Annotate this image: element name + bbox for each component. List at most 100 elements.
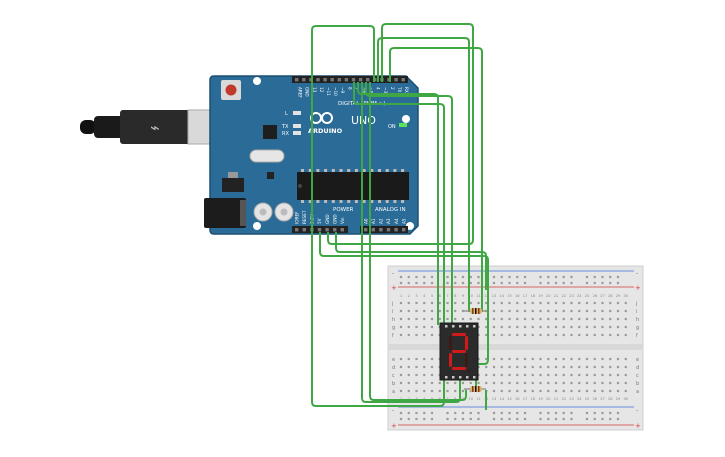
hole[interactable] [539,333,542,337]
hole[interactable] [539,301,542,305]
header-pin[interactable] [330,78,334,82]
header-pin[interactable] [340,228,344,232]
hole[interactable] [547,357,550,361]
header-pin[interactable] [371,228,375,232]
hole[interactable] [407,373,410,377]
hole[interactable] [492,309,496,313]
hole[interactable] [516,381,519,385]
hole[interactable] [539,309,542,313]
hole[interactable] [492,411,496,415]
hole[interactable] [601,381,604,385]
header-pin[interactable] [325,228,329,232]
hole[interactable] [446,309,449,313]
hole[interactable] [562,417,565,421]
hole[interactable] [415,373,418,377]
hole[interactable] [523,357,527,361]
header-pin[interactable] [366,78,370,82]
header-pin[interactable] [337,78,341,82]
hole[interactable] [508,333,511,337]
hole[interactable] [616,301,620,305]
hole[interactable] [616,365,620,369]
header-pin[interactable] [316,78,320,82]
hole[interactable] [547,325,550,329]
header-pin[interactable] [358,78,363,82]
hole[interactable] [578,333,581,337]
header-pin[interactable] [333,228,337,232]
hole[interactable] [616,333,620,337]
hole[interactable] [461,281,465,285]
hole[interactable] [601,281,604,285]
hole[interactable] [492,325,496,329]
hole[interactable] [492,281,496,285]
hole[interactable] [500,417,503,421]
hole[interactable] [523,333,527,337]
hole[interactable] [415,365,418,369]
hole[interactable] [562,373,565,377]
hole[interactable] [539,411,542,415]
hole[interactable] [485,309,488,313]
hole[interactable] [516,309,519,313]
hole[interactable] [585,365,589,369]
hole[interactable] [516,333,519,337]
hole[interactable] [547,333,550,337]
hole[interactable] [531,309,534,313]
hole[interactable] [399,275,403,279]
hole[interactable] [616,373,620,377]
hole[interactable] [616,309,620,313]
hole[interactable] [516,417,519,421]
hole[interactable] [601,365,604,369]
hole[interactable] [616,325,620,329]
hole[interactable] [601,325,604,329]
hole[interactable] [609,365,612,369]
hole[interactable] [500,389,503,393]
hole[interactable] [593,317,596,321]
hole[interactable] [562,365,565,369]
wire[interactable] [389,47,483,312]
hole[interactable] [430,317,434,321]
hole[interactable] [430,357,434,361]
hole[interactable] [547,417,550,421]
hole[interactable] [523,281,527,285]
hole[interactable] [523,373,527,377]
hole[interactable] [500,281,503,285]
hole[interactable] [415,317,418,321]
hole[interactable] [616,381,620,385]
hole[interactable] [415,417,418,421]
hole[interactable] [508,309,511,313]
hole[interactable] [446,317,449,321]
hole[interactable] [477,301,480,305]
hole[interactable] [578,325,581,329]
header-pin[interactable] [295,228,299,232]
hole[interactable] [593,389,596,393]
hole[interactable] [399,417,403,421]
hole[interactable] [593,275,596,279]
hole[interactable] [601,309,604,313]
header-pin[interactable] [364,228,368,232]
hole[interactable] [609,325,612,329]
hole[interactable] [446,281,449,285]
header-pin[interactable] [402,228,406,232]
hole[interactable] [624,381,627,385]
hole[interactable] [516,411,519,415]
hole[interactable] [585,373,589,377]
hole[interactable] [423,417,426,421]
hole[interactable] [585,411,589,415]
hole[interactable] [492,365,496,369]
hole[interactable] [609,381,612,385]
wire[interactable] [357,82,439,325]
hole[interactable] [523,309,527,313]
hole[interactable] [500,357,503,361]
hole[interactable] [423,275,426,279]
hole[interactable] [601,389,604,393]
hole[interactable] [516,325,519,329]
hole[interactable] [601,417,604,421]
hole[interactable] [516,357,519,361]
wire[interactable] [369,82,467,401]
hole[interactable] [407,301,410,305]
hole[interactable] [554,301,558,305]
header-pin[interactable] [394,228,398,232]
hole[interactable] [516,275,519,279]
hole[interactable] [407,275,410,279]
hole[interactable] [454,411,457,415]
hole[interactable] [423,325,426,329]
